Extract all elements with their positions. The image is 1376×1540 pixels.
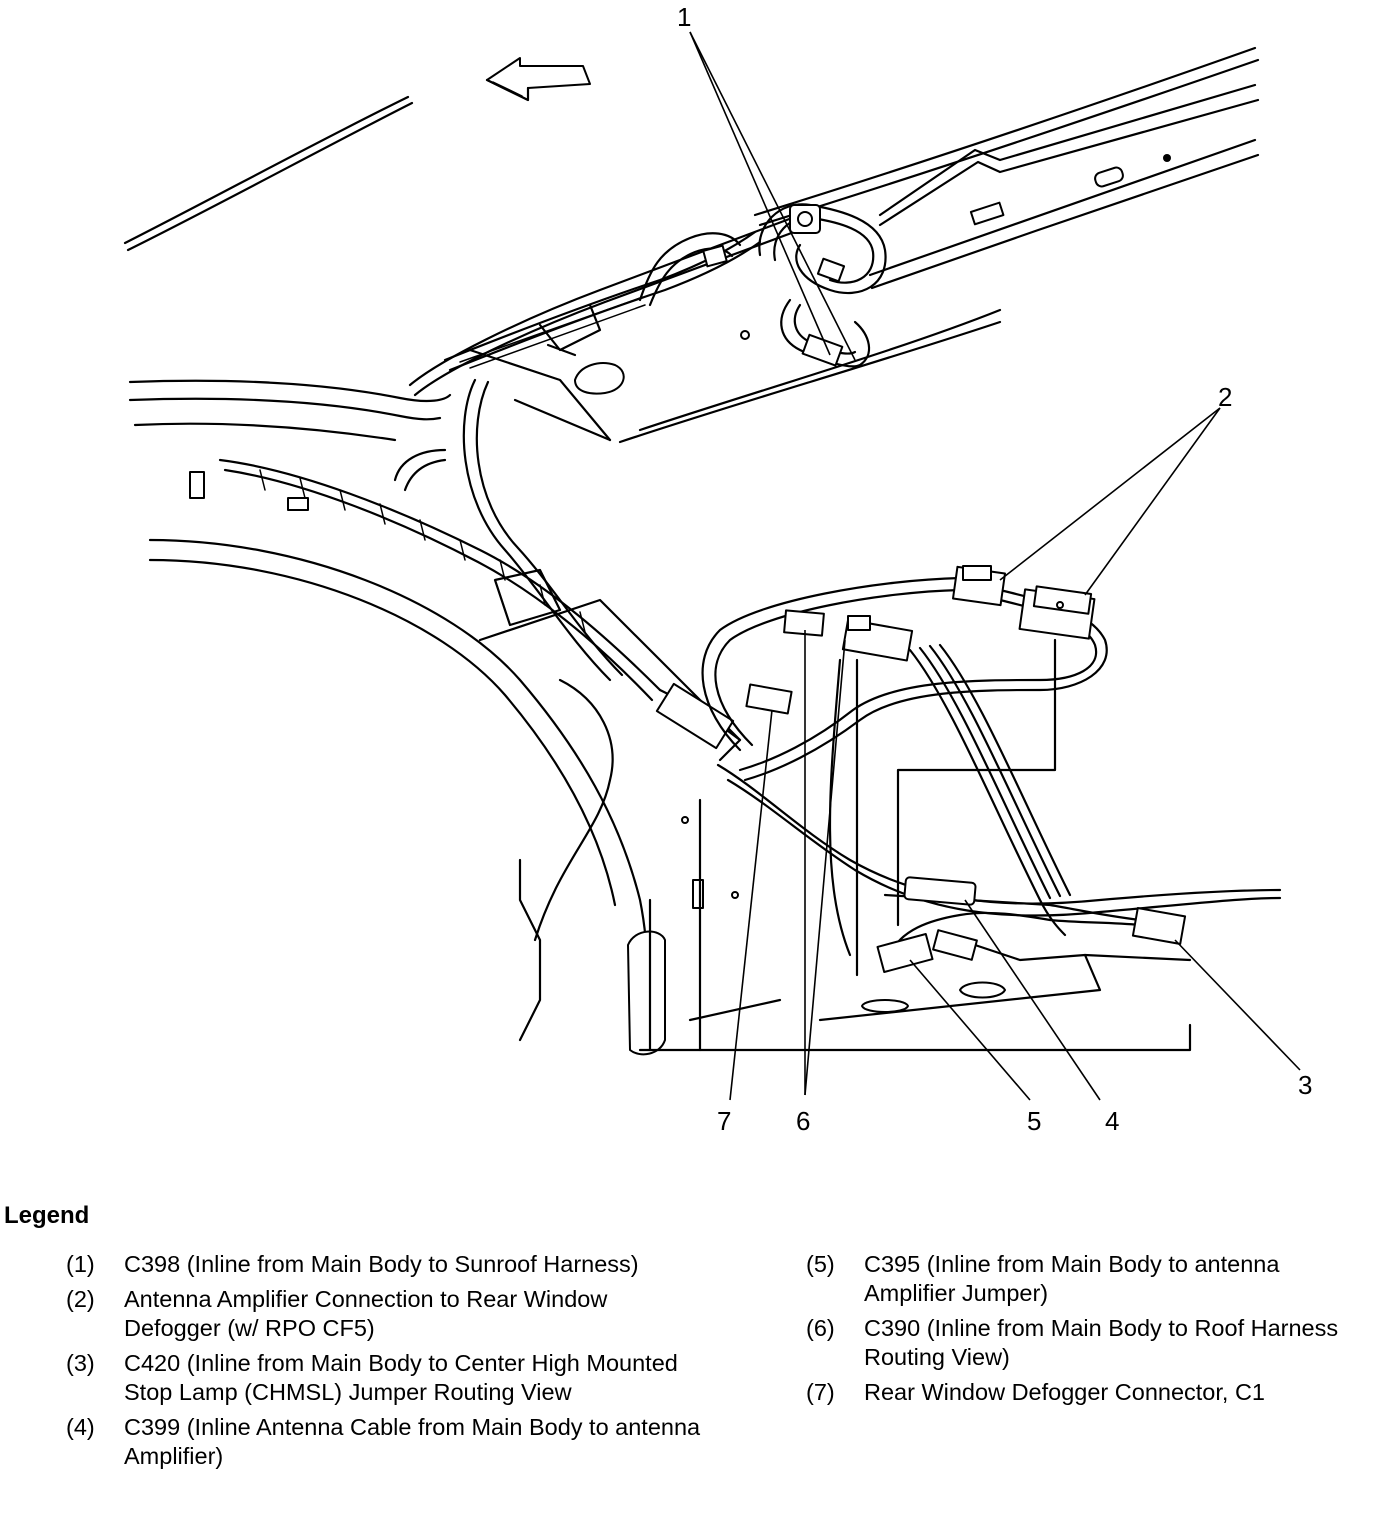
legend-left-column: (1) C398 (Inline from Main Body to Sunro… bbox=[66, 1250, 706, 1477]
legend-item-text: C399 (Inline Antenna Cable from Main Bod… bbox=[124, 1414, 701, 1469]
legend-item: (2) Antenna Amplifier Connection to Rear… bbox=[66, 1285, 706, 1343]
legend-item-number: (4) bbox=[66, 1414, 95, 1440]
forward-arrow-icon bbox=[485, 57, 591, 102]
legend-item-text: Antenna Amplifier Connection to Rear Win… bbox=[124, 1286, 608, 1341]
legend-item: (4) C399 (Inline Antenna Cable from Main… bbox=[66, 1413, 706, 1471]
legend-item-text: C390 (Inline from Main Body to Roof Harn… bbox=[864, 1315, 1339, 1370]
trunk-connectors bbox=[876, 876, 1187, 974]
callout-1: 1 bbox=[677, 2, 691, 32]
legend-item-number: (2) bbox=[66, 1286, 95, 1312]
callout-6: 6 bbox=[796, 1106, 810, 1136]
legend-item: (5) C395 (Inline from Main Body to anten… bbox=[806, 1250, 1366, 1308]
pillar-harness bbox=[218, 378, 1282, 917]
quarter-panel bbox=[148, 471, 1192, 1056]
callout-2: 2 bbox=[1218, 382, 1232, 412]
legend-item: (3) C420 (Inline from Main Body to Cente… bbox=[66, 1349, 706, 1407]
sunroof-harness bbox=[443, 203, 887, 372]
callout-5: 5 bbox=[1027, 1106, 1041, 1136]
roof-rail bbox=[123, 95, 414, 252]
legend-item-number: (1) bbox=[66, 1251, 95, 1277]
legend-item-text: C398 (Inline from Main Body to Sunroof H… bbox=[124, 1251, 639, 1277]
legend-item-number: (5) bbox=[806, 1251, 835, 1277]
legend-item: (7) Rear Window Defogger Connector, C1 bbox=[806, 1378, 1366, 1407]
legend-title: Legend bbox=[4, 1202, 90, 1229]
callout-3: 3 bbox=[1298, 1070, 1312, 1100]
roof-panel bbox=[618, 46, 1260, 444]
legend-item-number: (7) bbox=[806, 1379, 835, 1405]
legend-item-text: Rear Window Defogger Connector, C1 bbox=[864, 1379, 1266, 1405]
legend-right-column: (5) C395 (Inline from Main Body to anten… bbox=[806, 1250, 1366, 1413]
rear-window-harness bbox=[701, 565, 1108, 977]
callout-leaders bbox=[689, 31, 1301, 1101]
legend-item: (1) C398 (Inline from Main Body to Sunro… bbox=[66, 1250, 706, 1279]
callout-7: 7 bbox=[717, 1106, 731, 1136]
legend-item-text: C420 (Inline from Main Body to Center Hi… bbox=[124, 1350, 678, 1405]
legend-item-number: (6) bbox=[806, 1315, 835, 1341]
callout-4: 4 bbox=[1105, 1106, 1119, 1136]
legend-item-text: C395 (Inline from Main Body to antenna A… bbox=[864, 1251, 1280, 1306]
legend-item-number: (3) bbox=[66, 1350, 95, 1376]
legend-item: (6) C390 (Inline from Main Body to Roof … bbox=[806, 1314, 1366, 1372]
wiring-harness-diagram: 1 2 3 4 5 6 7 bbox=[123, 2, 1312, 1136]
